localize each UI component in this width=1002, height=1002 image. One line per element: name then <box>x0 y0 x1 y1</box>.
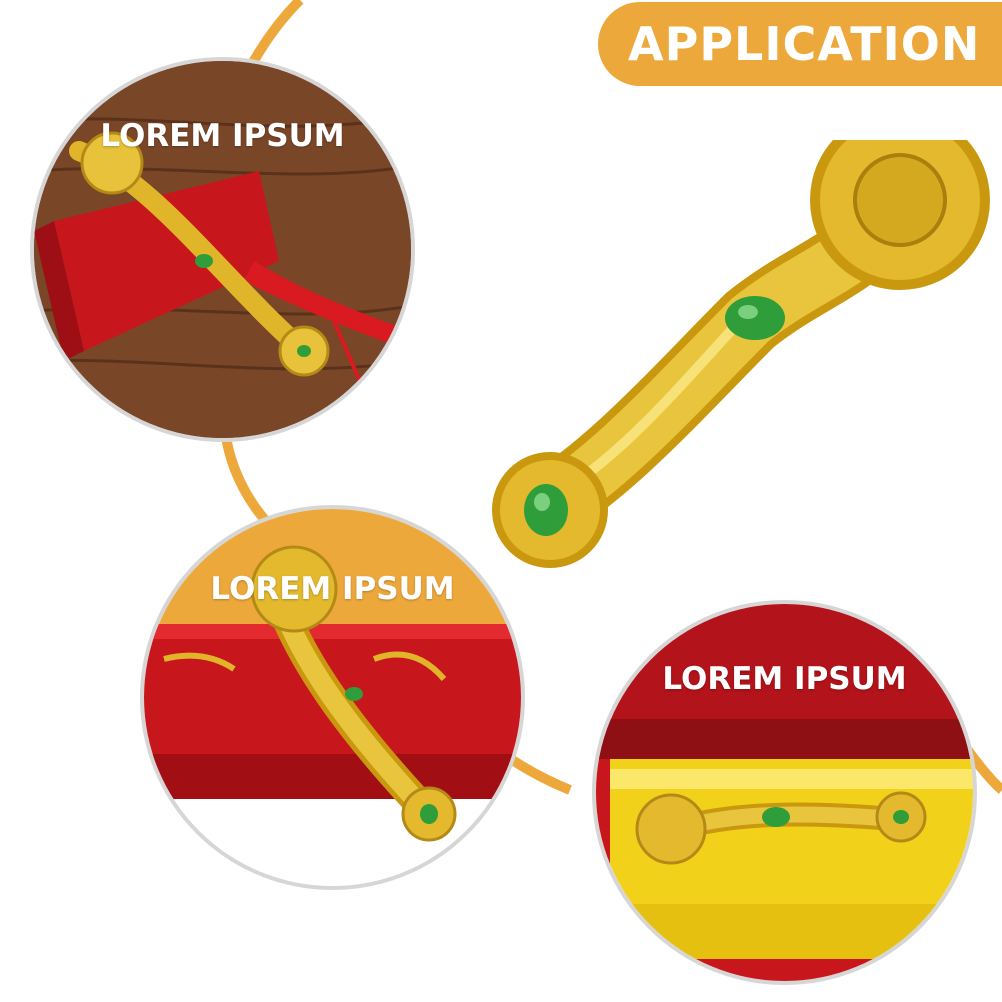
photo-red-box: LOREM IPSUM <box>140 505 525 890</box>
photo-wood-table: LOREM IPSUM <box>30 57 415 442</box>
photo-red-box-image <box>144 509 521 886</box>
banner-label: APPLICATION <box>628 17 981 71</box>
photo-gift-box-image <box>596 604 973 981</box>
photo-caption: LOREM IPSUM <box>210 571 455 607</box>
photo-caption: LOREM IPSUM <box>100 118 345 154</box>
application-banner: APPLICATION <box>598 2 1002 86</box>
ruyi-scepter-image <box>492 140 990 568</box>
photo-caption: LOREM IPSUM <box>662 661 907 697</box>
photo-gift-box: LOREM IPSUM <box>592 600 977 985</box>
photo-wood-image <box>34 61 411 438</box>
